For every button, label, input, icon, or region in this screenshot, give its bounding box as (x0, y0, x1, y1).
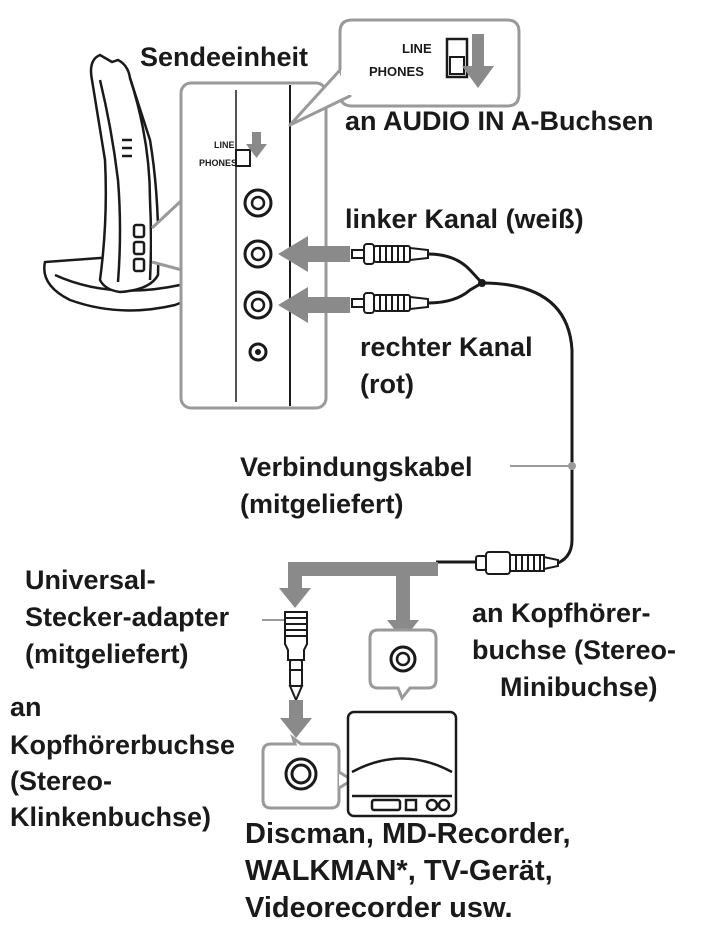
left-channel-arrow (278, 236, 350, 272)
mini-stereo-plug (436, 551, 559, 575)
switch-callout (288, 18, 521, 127)
cable-leader-dot (568, 462, 576, 470)
mini-jack-label-1: an Kopfhörer- (472, 598, 651, 628)
cable-supplied-label: (mitgeliefert) (240, 489, 404, 519)
mini-headphone-jack (368, 628, 438, 701)
standard-headphone-jack (261, 733, 355, 810)
devices-label-2: WALKMAN*, TV-Gerät, (245, 855, 553, 887)
transmitter-unit (43, 53, 198, 312)
cable-junction (478, 279, 486, 287)
mini-jack-label-2: buchse (Stereo- (472, 635, 677, 665)
left-channel-label: linker Kanal (weiß) (345, 204, 584, 234)
audio-in-right-jack (243, 290, 273, 320)
right-channel-label: rechter Kanal (360, 332, 533, 362)
line-phones-switch-small (235, 149, 251, 167)
std-jack-label-3: (Stereo- (10, 766, 113, 796)
std-jack-label-2: Kopfhörerbuchse (10, 730, 236, 760)
switch-phones-label: PHONES (369, 64, 424, 79)
right-channel-color-label: (rot) (360, 369, 414, 399)
adapter-label-2: Stecker-adapter (25, 602, 230, 632)
right-channel-arrow (278, 287, 350, 323)
cable-label: Verbindungskabel (240, 452, 473, 482)
switch-arrow (462, 34, 494, 88)
mini-jack-label-3: Minibuchse) (500, 672, 658, 702)
std-jack-label-4: Klinkenbuchse) (10, 802, 212, 832)
arrow-to-standard-jack (280, 700, 312, 738)
devices-label-1: Discman, MD-Recorder, (245, 818, 571, 850)
rca-plug-right (351, 292, 429, 314)
rca-plug-left (351, 243, 429, 265)
transmitter-back-panel (179, 81, 328, 410)
connecting-cable (427, 252, 574, 567)
audio-in-left-jack (243, 239, 273, 269)
switch-arrow-small (246, 132, 267, 158)
switch-line-label: LINE (402, 41, 432, 56)
universal-plug-adapter (262, 611, 308, 703)
audio-in-label: an AUDIO IN A-Buchsen (345, 106, 654, 136)
adapter-label-1: Universal- (25, 565, 156, 595)
devices-label-3: Videorecorder usw. (245, 892, 513, 924)
panel-jack-bottom (248, 342, 268, 362)
portable-player (346, 710, 458, 818)
adapter-label-3: (mitgeliefert) (25, 639, 189, 669)
switch-phones-label-small: PHONES (199, 158, 237, 168)
switch-line-label-small: LINE (214, 140, 235, 150)
split-arrows (279, 562, 438, 640)
std-jack-label-1: an (10, 692, 42, 722)
panel-jack-top (243, 188, 273, 218)
transmitter-label: Sendeeinheit (140, 42, 309, 72)
